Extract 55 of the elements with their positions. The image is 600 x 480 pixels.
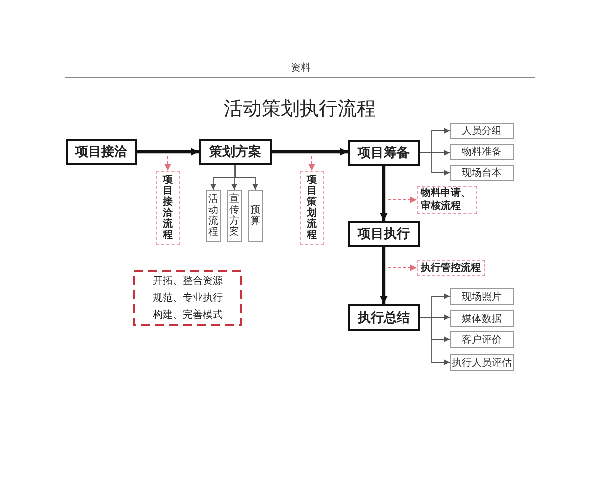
item-label: 宣传方案 bbox=[230, 194, 240, 238]
item-box bbox=[450, 331, 514, 348]
step-label: 执行总结 bbox=[358, 310, 410, 326]
item-box bbox=[450, 288, 514, 305]
note-text: 开拓、整合资源 bbox=[153, 274, 223, 289]
item-box bbox=[227, 190, 242, 242]
item-label: 客户评价 bbox=[462, 334, 502, 346]
subprocess-box bbox=[417, 186, 477, 214]
branch-arrow bbox=[232, 164, 238, 190]
subprocess-box bbox=[417, 260, 485, 276]
item-label: 媒体数据 bbox=[462, 312, 502, 326]
note-text: 构建、完善模式 bbox=[153, 308, 223, 323]
flow-arrow bbox=[137, 148, 199, 156]
flow-arrow bbox=[272, 148, 348, 156]
item-box bbox=[450, 144, 514, 160]
branch-arrow bbox=[235, 164, 258, 190]
item-label: 活动流程 bbox=[208, 194, 218, 238]
dashed-arrow bbox=[388, 264, 418, 272]
branch-arrow bbox=[420, 152, 450, 176]
flow-arrow bbox=[380, 166, 388, 221]
process-box bbox=[348, 304, 420, 331]
dashed-arrow bbox=[308, 156, 316, 172]
branch-arrow bbox=[420, 317, 450, 366]
note-box bbox=[133, 270, 243, 327]
dashed-arrow bbox=[164, 156, 172, 172]
step-label: 项目接洽 bbox=[76, 144, 128, 161]
subprocess-label: 项目策划流程 bbox=[307, 175, 317, 241]
process-box bbox=[199, 139, 272, 165]
item-label: 预算 bbox=[250, 205, 260, 227]
item-box bbox=[450, 310, 514, 327]
process-box bbox=[66, 139, 137, 165]
note-text: 规范、专业执行 bbox=[153, 292, 223, 306]
subprocess-box bbox=[300, 171, 324, 245]
item-label: 人员分组 bbox=[462, 125, 502, 138]
item-box bbox=[450, 165, 514, 181]
item-box bbox=[206, 190, 221, 242]
item-label: 现场台本 bbox=[462, 166, 502, 180]
item-box bbox=[248, 190, 263, 242]
subprocess-box bbox=[156, 171, 180, 245]
item-label: 现场照片 bbox=[462, 290, 502, 304]
dashed-arrow bbox=[388, 196, 418, 204]
step-label: 策划方案 bbox=[210, 144, 262, 161]
step-label: 项目执行 bbox=[358, 226, 410, 243]
subprocess-label: 执行管控流程 bbox=[420, 262, 482, 274]
item-label: 物料准备 bbox=[462, 146, 502, 159]
diagram-title: 活动策划执行流程 bbox=[224, 98, 376, 120]
header-text: 资料 bbox=[291, 63, 311, 75]
step-label: 项目筹备 bbox=[358, 145, 410, 162]
item-label: 执行人员评估 bbox=[452, 356, 512, 370]
subprocess-label: 物料申请、审核流程 bbox=[420, 187, 472, 213]
process-box bbox=[348, 221, 420, 247]
item-box bbox=[450, 123, 514, 139]
process-box bbox=[348, 140, 420, 166]
subprocess-label: 项目接洽流程 bbox=[163, 175, 173, 241]
flow-arrow bbox=[380, 247, 388, 304]
